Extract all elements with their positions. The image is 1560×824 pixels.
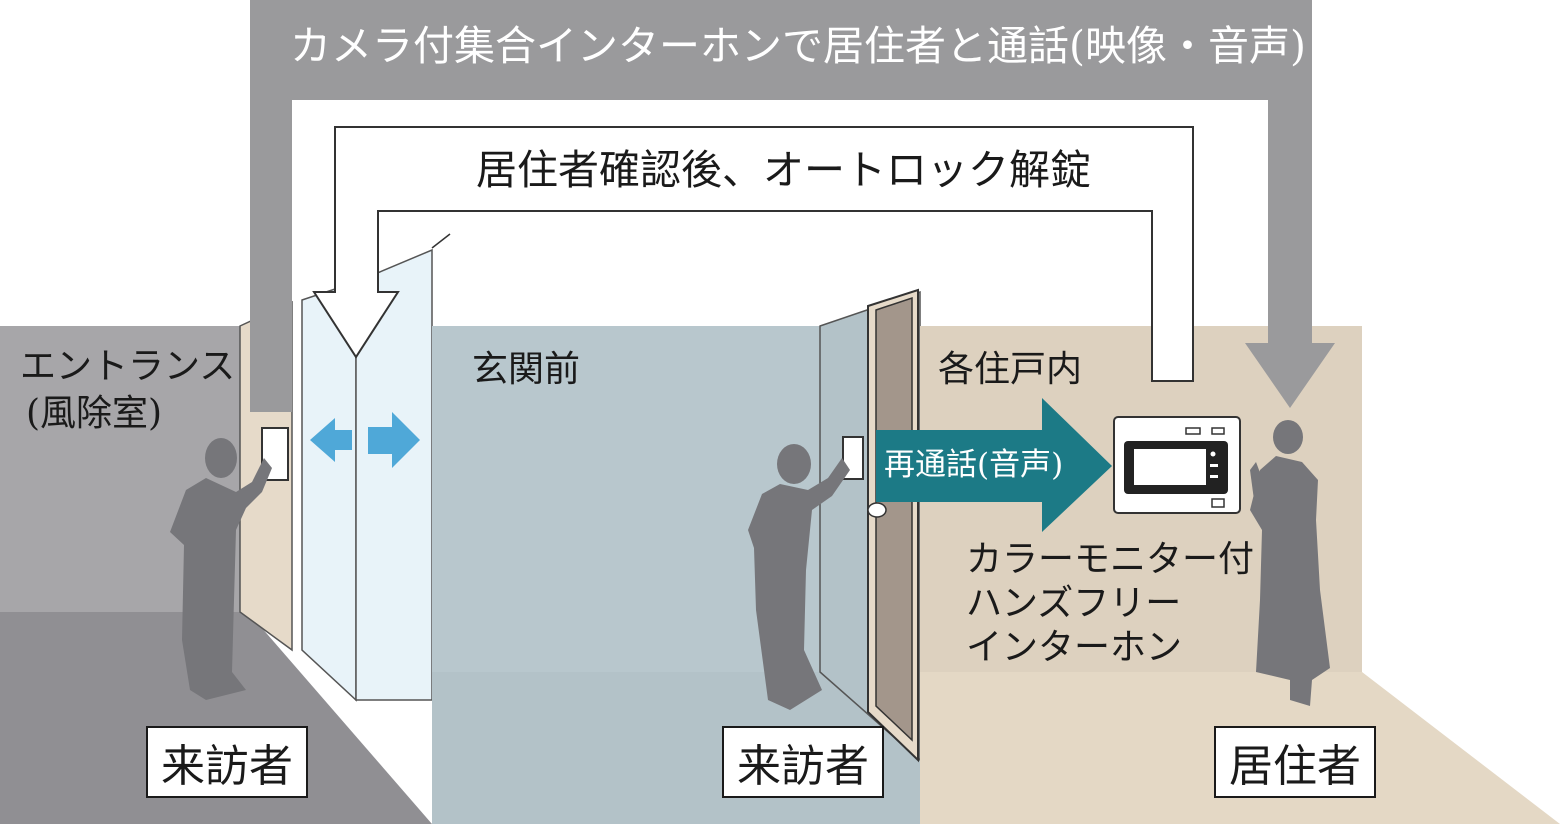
- resident-silhouette: [1250, 420, 1330, 706]
- door-open-left-arrow: [310, 418, 352, 462]
- unit-interior-zone-label: 各住戸内: [938, 349, 1083, 390]
- visitor-entrance-silhouette: [170, 438, 272, 700]
- monitor-caption-line3: インターホン: [966, 627, 1183, 668]
- monitor-caption-line1: カラーモニター付: [966, 539, 1255, 580]
- entrance-floor: [0, 612, 432, 824]
- visitor-door-label: 来訪者: [722, 726, 884, 798]
- unit-door-leaf: [875, 296, 913, 742]
- entrance-zone-label: エントランス: [20, 346, 236, 387]
- visitor-door-silhouette: [748, 444, 850, 710]
- call-arrow-label: カメラ付集合インターホンで居住者と通話(映像・音声): [290, 22, 1306, 70]
- visitor-entrance-label: 来訪者: [146, 726, 308, 798]
- call-arrow: [250, 0, 1335, 412]
- resident-label: 居住者: [1214, 726, 1376, 798]
- recall-arrow-label: 再通話(音声): [884, 447, 1064, 483]
- unlock-arrow: [312, 126, 1194, 382]
- monitor-caption-line2: ハンズフリー: [966, 583, 1182, 624]
- front-door-zone-label: 玄関前: [472, 349, 581, 390]
- door-open-right-arrow: [368, 412, 420, 468]
- unlock-arrow-label: 居住者確認後、オートロック解錠: [476, 146, 1091, 194]
- corridor-back-wall: [432, 326, 820, 672]
- recall-arrow: [876, 398, 1112, 532]
- intercom-monitor-icon: [1113, 416, 1241, 514]
- entrance-zone-sublabel: (風除室): [26, 393, 163, 434]
